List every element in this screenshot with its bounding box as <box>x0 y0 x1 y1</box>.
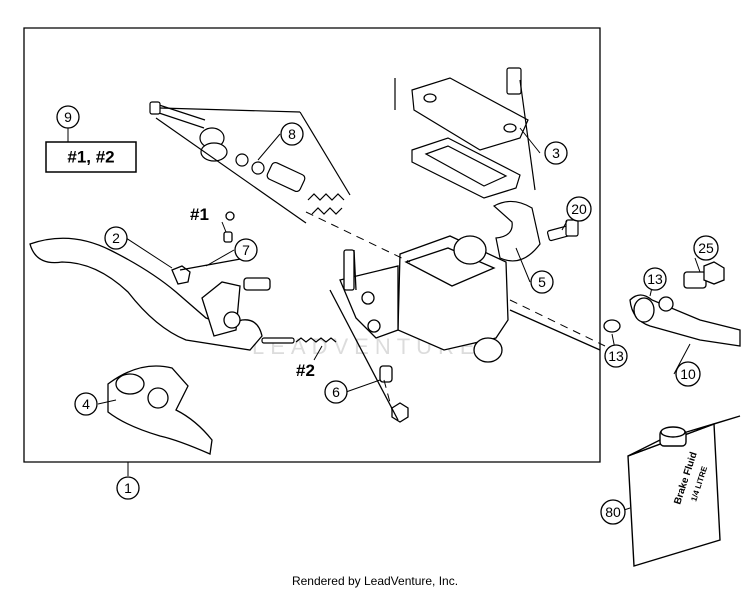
svg-text:80: 80 <box>605 504 621 520</box>
callout-9: 9 <box>56 105 80 142</box>
svg-text:4: 4 <box>82 396 90 412</box>
svg-text:#1, #2: #1, #2 <box>67 148 114 167</box>
svg-text:1: 1 <box>124 480 132 496</box>
dashed-leaders <box>305 211 606 411</box>
svg-text:2: 2 <box>112 230 120 246</box>
callout-13-lower: 13 <box>604 344 628 368</box>
svg-text:13: 13 <box>608 348 624 364</box>
label-hash2: #2 <box>296 361 315 380</box>
svg-text:10: 10 <box>680 366 696 382</box>
callout-20: 20 <box>566 196 592 222</box>
brake-fluid-bottle <box>627 415 741 567</box>
lever-group <box>29 211 271 351</box>
cover-group <box>107 365 213 455</box>
footer-credit: Rendered by LeadVenture, Inc. <box>291 574 459 588</box>
svg-text:8: 8 <box>288 126 296 142</box>
callout-80: 80 <box>600 499 626 525</box>
callout-1: 1 <box>116 476 140 500</box>
svg-text:6: 6 <box>332 384 340 400</box>
push-rod-group <box>261 337 337 344</box>
callout-25: 25 <box>693 235 719 261</box>
callout-8: 8 <box>280 122 304 146</box>
clamp-group <box>492 200 579 262</box>
callout-10: 10 <box>675 361 701 387</box>
reservoir-cap-group <box>394 67 536 199</box>
svg-text:3: 3 <box>552 145 560 161</box>
label-hash1: #1 <box>190 205 209 224</box>
kit-box: #1, #2 <box>45 141 137 173</box>
piston-kit-group <box>149 101 351 224</box>
callout-leaders <box>97 127 701 513</box>
callout-5: 5 <box>530 270 554 294</box>
master-cylinder-body <box>329 235 509 423</box>
svg-text:5: 5 <box>538 274 546 290</box>
svg-text:20: 20 <box>571 201 587 217</box>
callout-4: 4 <box>74 392 98 416</box>
callout-13-upper: 13 <box>643 267 667 291</box>
svg-text:25: 25 <box>698 240 714 256</box>
callout-3: 3 <box>544 141 568 165</box>
svg-text:9: 9 <box>64 109 72 125</box>
hose-group <box>509 261 741 351</box>
callout-6: 6 <box>324 380 348 404</box>
callout-7: 7 <box>234 238 258 262</box>
svg-text:13: 13 <box>647 271 663 287</box>
svg-text:7: 7 <box>242 242 250 258</box>
callout-2: 2 <box>104 226 128 250</box>
assembly-boundary <box>23 27 601 463</box>
